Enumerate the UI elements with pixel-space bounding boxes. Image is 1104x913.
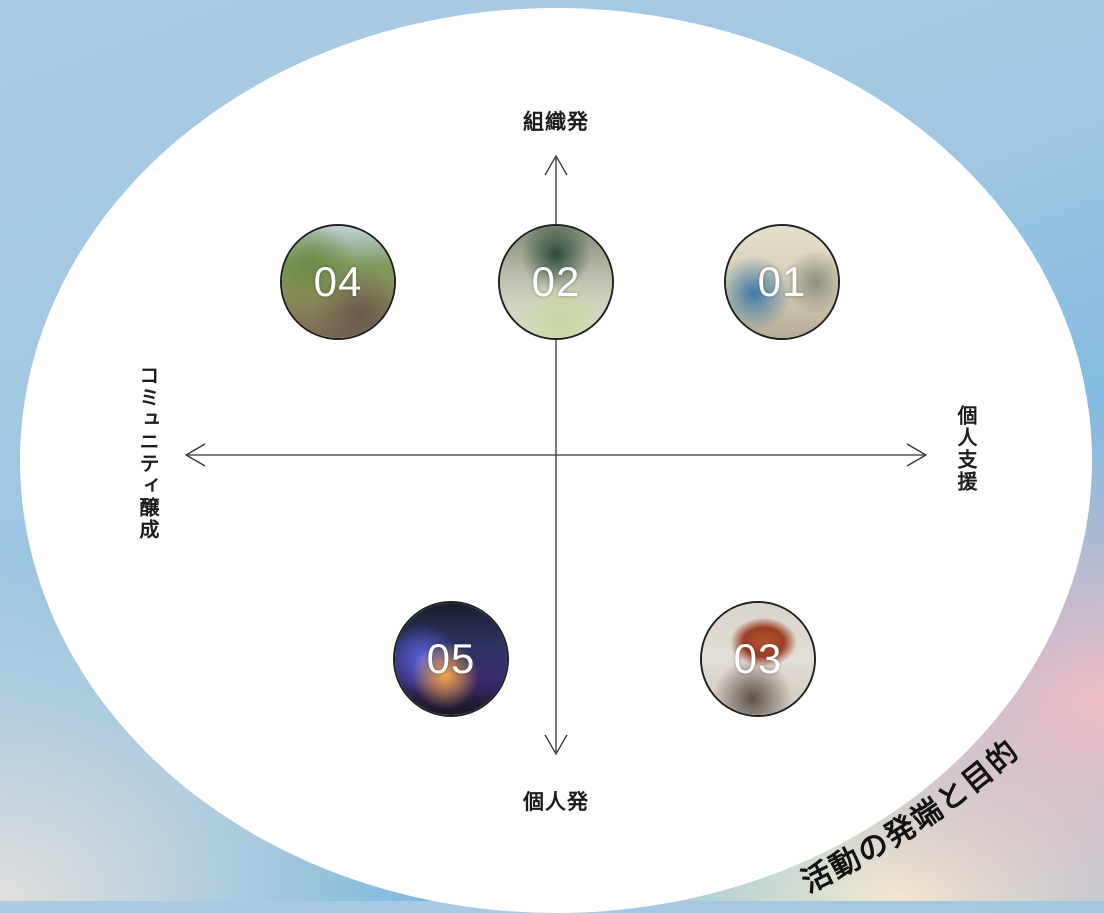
- diagram-title-text: 活動の発端と目的: [796, 733, 1027, 900]
- axis-label-left: コミュニティ醸成: [136, 365, 160, 541]
- activity-node-03[interactable]: 03: [700, 601, 816, 717]
- activity-number-02: 02: [531, 258, 581, 305]
- diagram-title-path-text: 活動の発端と目的: [796, 733, 1025, 900]
- arrow-left-icon: [184, 443, 206, 467]
- activity-number-03: 03: [733, 635, 783, 682]
- axis-label-right: 個人支援: [954, 405, 978, 493]
- activity-number-05: 05: [426, 635, 476, 682]
- activity-number-04: 04: [313, 258, 363, 305]
- activity-node-01[interactable]: 01: [724, 224, 840, 340]
- arrow-up-icon: [544, 154, 568, 176]
- activity-photo-05: [395, 603, 507, 715]
- axis-label-bottom: 個人発: [523, 790, 589, 814]
- activity-node-02[interactable]: 02: [498, 224, 614, 340]
- activity-photo-04: [282, 226, 394, 338]
- axis-label-top: 組織発: [523, 110, 589, 134]
- arrow-right-icon: [906, 443, 928, 467]
- arrow-down-icon: [544, 734, 568, 756]
- activity-photo-01: [726, 226, 838, 338]
- activity-node-04[interactable]: 04: [280, 224, 396, 340]
- activity-number-01: 01: [757, 258, 807, 305]
- activity-photo-02: [500, 226, 612, 338]
- activity-node-05[interactable]: 05: [393, 601, 509, 717]
- activity-photo-03: [702, 603, 814, 715]
